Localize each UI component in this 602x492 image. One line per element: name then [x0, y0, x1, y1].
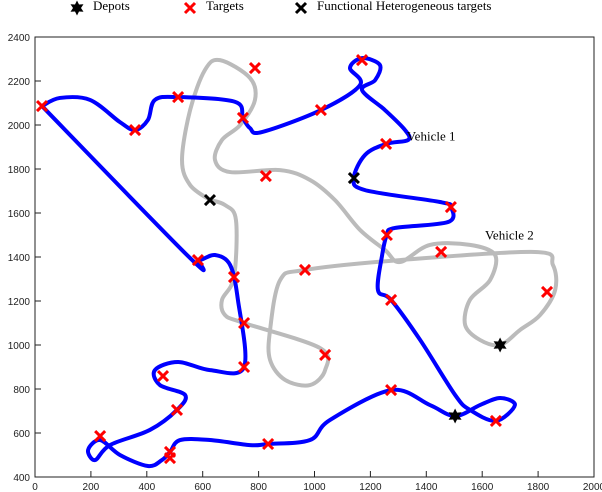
legend-depot-icon — [70, 0, 84, 16]
legend-target-icon — [183, 1, 197, 15]
legend-label: Depots — [93, 0, 130, 13]
y-tick-label: 1200 — [8, 297, 31, 308]
target-marker-stroke — [259, 169, 272, 183]
target-marker — [248, 61, 262, 75]
target-marker-stroke — [156, 369, 170, 383]
target-marker — [191, 254, 205, 267]
x-tick-label: 600 — [194, 482, 211, 492]
legend-label: Functional Heterogeneous targets — [317, 0, 492, 13]
x-tick-label: 1200 — [359, 482, 382, 492]
target-marker-stroke — [355, 54, 369, 67]
target-marker — [172, 90, 185, 104]
y-tick-label: 800 — [13, 385, 30, 396]
target-marker — [380, 228, 393, 242]
legend-functional-icon-stroke — [294, 1, 308, 15]
x-tick-label: 1000 — [303, 482, 326, 492]
target-marker — [94, 430, 107, 443]
target-marker-stroke — [385, 384, 398, 397]
y-tick-label: 2000 — [8, 121, 31, 132]
target-marker-stroke — [163, 452, 177, 465]
target-marker-stroke — [435, 245, 448, 259]
target-marker-stroke — [298, 263, 312, 277]
target-marker — [314, 103, 327, 117]
x-tick-label: 400 — [138, 482, 155, 492]
target-marker-stroke — [129, 123, 142, 137]
target-marker — [489, 414, 502, 427]
legend-target-icon-stroke — [183, 1, 197, 15]
legend-functional-icon — [294, 1, 308, 15]
depot-marker — [448, 408, 462, 424]
y-tick-label: 600 — [13, 429, 30, 440]
target-marker — [238, 360, 251, 374]
target-marker-stroke — [248, 61, 262, 75]
target-marker — [227, 270, 241, 284]
y-tick-label: 1400 — [8, 253, 31, 264]
target-marker-stroke — [489, 414, 502, 427]
target-marker-stroke — [319, 348, 332, 361]
x-tick-label: 1800 — [527, 482, 550, 492]
target-marker — [319, 348, 332, 361]
y-tick-label: 400 — [13, 473, 30, 484]
functional-target-marker — [203, 193, 217, 207]
vehicle-label: Vehicle 2 — [485, 227, 534, 242]
target-marker — [156, 369, 170, 383]
functional-target-marker-stroke — [347, 171, 360, 185]
x-tick-label: 800 — [250, 482, 267, 492]
target-marker — [385, 293, 398, 306]
target-marker-stroke — [238, 360, 251, 374]
target-marker-stroke — [379, 137, 393, 150]
vehicle-path-2 — [180, 57, 559, 388]
target-marker-stroke — [191, 254, 205, 267]
target-marker-stroke — [444, 200, 457, 214]
x-tick-label: 1600 — [471, 482, 494, 492]
target-marker-stroke — [236, 111, 250, 125]
target-marker-stroke — [227, 270, 241, 284]
x-tick-label: 0 — [32, 482, 38, 492]
functional-target-marker — [347, 171, 360, 185]
y-tick-label: 1600 — [8, 209, 31, 220]
target-marker-stroke — [540, 285, 554, 299]
target-marker — [379, 137, 393, 150]
legend-label: Targets — [206, 0, 244, 13]
target-marker-stroke — [35, 100, 49, 113]
target-marker-stroke — [172, 90, 185, 104]
target-marker-stroke — [238, 316, 251, 330]
target-marker — [236, 111, 250, 125]
target-marker-stroke — [262, 437, 275, 451]
x-tick-label: 200 — [83, 482, 100, 492]
x-tick-label: 2000 — [583, 482, 602, 492]
vehicle-label: Vehicle 1 — [407, 128, 456, 143]
target-marker-stroke — [170, 403, 184, 416]
y-tick-label: 1000 — [8, 341, 31, 352]
target-marker — [163, 452, 177, 465]
target-marker — [35, 100, 49, 113]
target-marker — [238, 316, 251, 330]
x-tick-label: 1400 — [415, 482, 438, 492]
target-marker — [262, 437, 275, 451]
target-marker — [444, 200, 457, 214]
target-marker — [355, 54, 369, 67]
y-tick-label: 2200 — [8, 77, 31, 88]
target-marker — [540, 285, 554, 299]
target-marker-stroke — [314, 103, 327, 117]
functional-target-marker-stroke — [203, 193, 217, 207]
target-marker — [298, 263, 312, 277]
target-marker — [170, 403, 184, 416]
y-tick-label: 2400 — [8, 33, 31, 44]
target-marker-stroke — [380, 228, 393, 242]
vehicle-path-1 — [40, 56, 517, 469]
legend: Depots Targets Functional Heterogeneous ta… — [70, 0, 492, 16]
target-marker-stroke — [94, 430, 107, 443]
depot-marker — [493, 337, 507, 353]
target-marker — [259, 169, 272, 183]
target-marker — [385, 384, 398, 397]
y-tick-label: 1800 — [8, 165, 31, 176]
target-marker — [435, 245, 448, 259]
target-marker — [129, 123, 142, 137]
target-marker-stroke — [385, 293, 398, 306]
